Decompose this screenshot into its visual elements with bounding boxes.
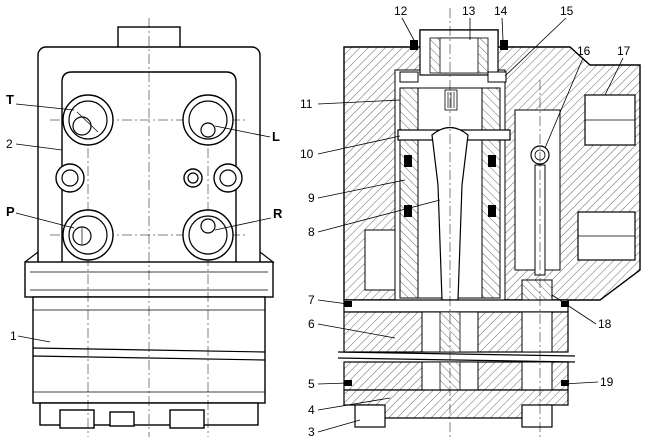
bolt-heads (59, 409, 205, 429)
mounting-holes (55, 163, 243, 193)
cap-bolt (354, 404, 386, 428)
callout-13: 13 (462, 4, 476, 18)
callout-14: 14 (494, 4, 508, 18)
callout-11: 11 (300, 97, 313, 111)
callout-3: 3 (308, 425, 315, 439)
port-r (182, 209, 234, 261)
callout-17: 17 (617, 44, 631, 58)
port-p (62, 209, 114, 261)
port-label-t: T (6, 92, 14, 107)
port-label-r: R (273, 206, 283, 221)
front-view: T L P R 2 1 (6, 18, 283, 437)
callout-4: 4 (308, 403, 315, 417)
section-view: 12 13 14 15 16 17 11 10 9 8 7 6 5 4 3 18… (300, 4, 641, 439)
callout-9: 9 (308, 191, 315, 205)
spacer-plate (343, 299, 569, 313)
seal-right (500, 40, 508, 50)
callout-16: 16 (577, 44, 591, 58)
callout-1: 1 (10, 329, 17, 343)
port-l (182, 94, 234, 146)
callout-6: 6 (308, 317, 315, 331)
seal-left (410, 40, 418, 50)
callout-12: 12 (394, 4, 408, 18)
callout-8: 8 (308, 225, 315, 239)
callout-2: 2 (6, 137, 13, 151)
callout-19: 19 (600, 375, 614, 389)
callout-15: 15 (560, 4, 574, 18)
callout-10: 10 (300, 147, 314, 161)
port-label-p: P (6, 204, 15, 219)
callout-7: 7 (308, 293, 315, 307)
port-t (62, 94, 114, 146)
callout-5: 5 (308, 377, 315, 391)
port-label-l: L (272, 129, 280, 144)
callout-18: 18 (598, 317, 612, 331)
